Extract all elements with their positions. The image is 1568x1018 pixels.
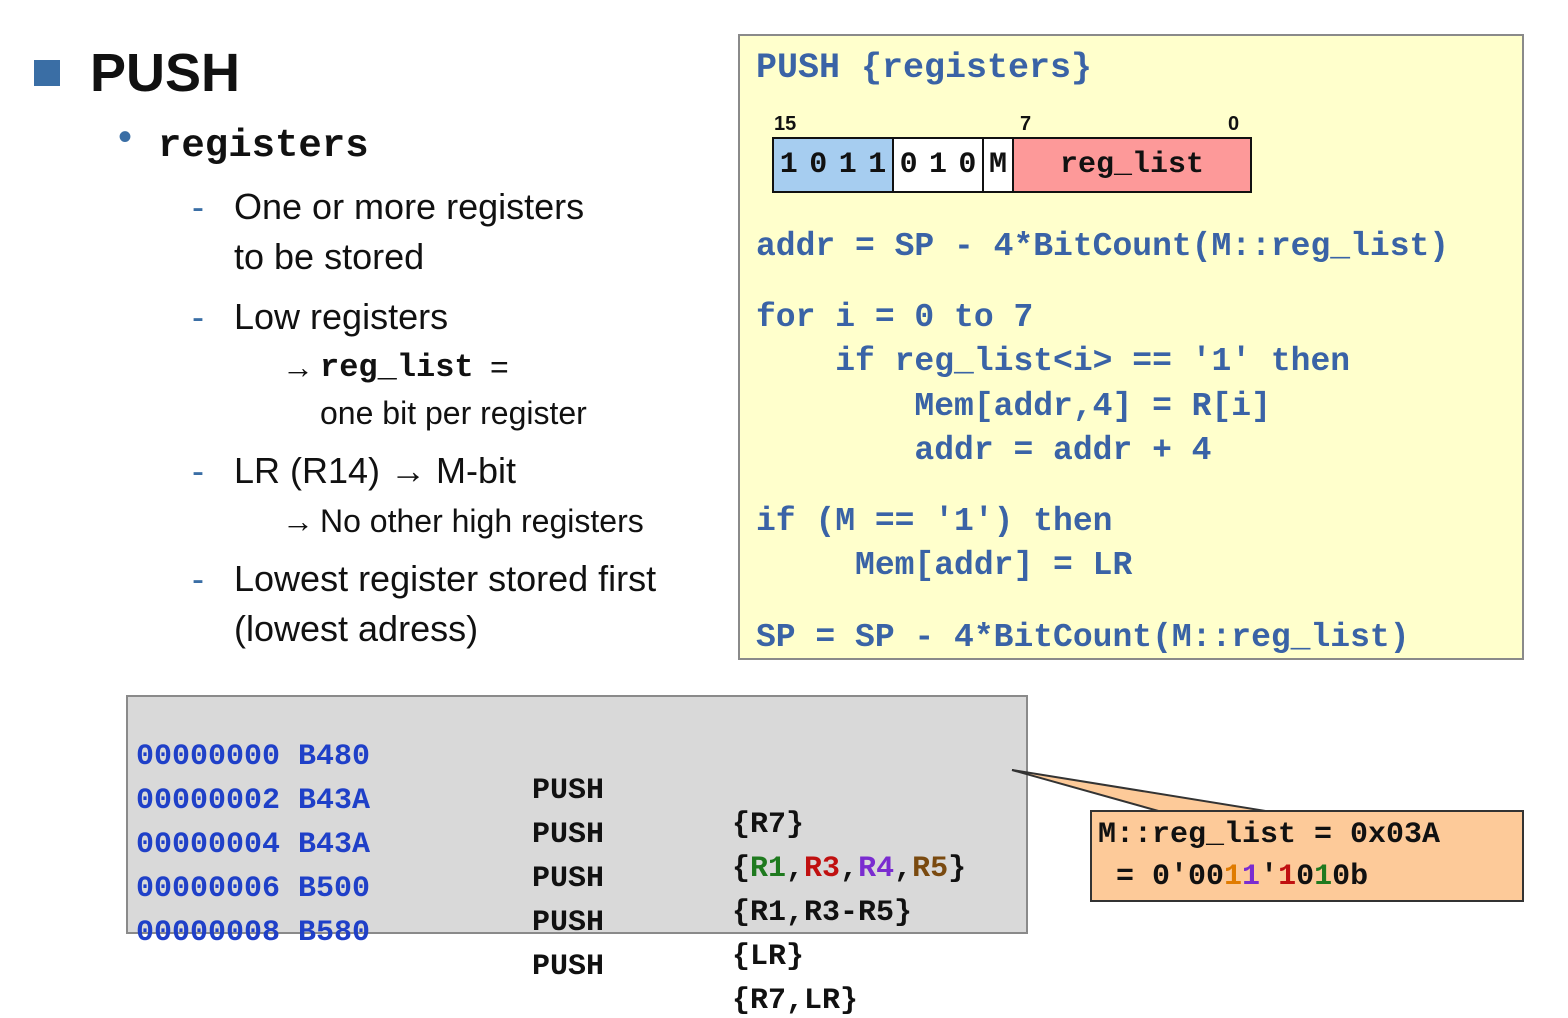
arrow-icon: → bbox=[282, 503, 314, 539]
row-opcode: PUSH bbox=[532, 906, 605, 940]
bullet-square-icon bbox=[34, 60, 60, 86]
row-address: 00000004 B43A bbox=[136, 828, 371, 862]
row-args: {R7,LR} bbox=[732, 984, 859, 1018]
item-2-sub-line2: one bit per register bbox=[320, 395, 587, 431]
code-line-for: for i = 0 to 7 bbox=[756, 299, 1034, 336]
slide-title: PUSH bbox=[90, 43, 241, 103]
code-line-if: if reg_list<i> == '1' then bbox=[756, 343, 1351, 380]
m-bit-cell: M bbox=[982, 137, 1014, 193]
bit-label-7: 7 bbox=[1020, 113, 1032, 135]
reg-list-callout: M::reg_list = 0x03A = 0'0011'1010b bbox=[1090, 810, 1524, 902]
registers-heading: registers bbox=[158, 124, 369, 168]
row-address: 00000006 B500 bbox=[136, 872, 371, 906]
row-address: 00000008 B580 bbox=[136, 916, 371, 950]
row-address: 00000000 B480 bbox=[136, 740, 371, 774]
item-3-line1: LR (R14) → M-bit bbox=[234, 450, 517, 491]
code-line-sp: SP = SP - 4*BitCount(M::reg_list) bbox=[756, 619, 1410, 656]
item-3-sub: No other high registers bbox=[320, 503, 644, 539]
listing-row: 00000000 B480 PUSH {R7} bbox=[136, 706, 804, 842]
row-opcode: PUSH bbox=[532, 862, 605, 896]
row-address: 00000002 B43A bbox=[136, 784, 371, 818]
listing-row: 00000006 B500 PUSH {LR} bbox=[136, 838, 804, 974]
arrow-icon: → bbox=[282, 349, 314, 385]
row-args: {LR} bbox=[732, 940, 805, 974]
reg-list-field: reg_list bbox=[1012, 137, 1252, 193]
code-line-mem-lr: Mem[addr] = LR bbox=[756, 547, 1133, 584]
callout-line1: M::reg_list = 0x03A bbox=[1098, 818, 1441, 852]
bit-label-15: 15 bbox=[774, 113, 797, 135]
listing-row: 00000004 B43A PUSH {R1,R3-R5} bbox=[136, 794, 912, 930]
dash-bullet: - bbox=[192, 296, 204, 337]
code-line-addr-inc: addr = addr + 4 bbox=[756, 432, 1212, 469]
dash-bullet: - bbox=[192, 558, 204, 599]
row-args-colored: {R1,R3,R4,R5} bbox=[732, 852, 967, 886]
code-header: PUSH {registers} bbox=[756, 48, 1093, 88]
item-2-line1: Low registers bbox=[234, 296, 449, 337]
code-line-addr: addr = SP - 4*BitCount(M::reg_list) bbox=[756, 228, 1450, 265]
listing-row: 00000008 B580 PUSH {R7,LR} bbox=[136, 882, 858, 1018]
row-opcode: PUSH bbox=[532, 950, 605, 984]
listing-row: 00000002 B43A PUSH {R1,R3,R4,R5} bbox=[136, 750, 966, 886]
bit-label-0: 0 bbox=[1228, 113, 1240, 135]
row-args: {R1,R3-R5} bbox=[732, 896, 913, 930]
dash-bullet: - bbox=[192, 450, 204, 491]
row-opcode: PUSH bbox=[532, 774, 605, 808]
bullet-dot-icon: • bbox=[118, 115, 133, 159]
equals-sign: = bbox=[490, 349, 509, 385]
row-args: {R7} bbox=[732, 808, 805, 842]
code-line-if-m: if (M == '1') then bbox=[756, 503, 1113, 540]
dash-bullet: - bbox=[192, 186, 204, 227]
disassembly-panel bbox=[126, 695, 1028, 934]
code-line-mem: Mem[addr,4] = R[i] bbox=[756, 388, 1271, 425]
item-1-line1: One or more registers bbox=[234, 186, 585, 227]
item-4-line2: (lowest adress) bbox=[234, 608, 479, 649]
reg-list-code: reg_list bbox=[320, 349, 474, 386]
row-opcode: PUSH bbox=[532, 818, 605, 852]
callout-line2: = 0'0011'1010b bbox=[1098, 860, 1369, 894]
item-1-line2: to be stored bbox=[234, 236, 425, 277]
item-4-line1: Lowest register stored first bbox=[234, 558, 657, 599]
